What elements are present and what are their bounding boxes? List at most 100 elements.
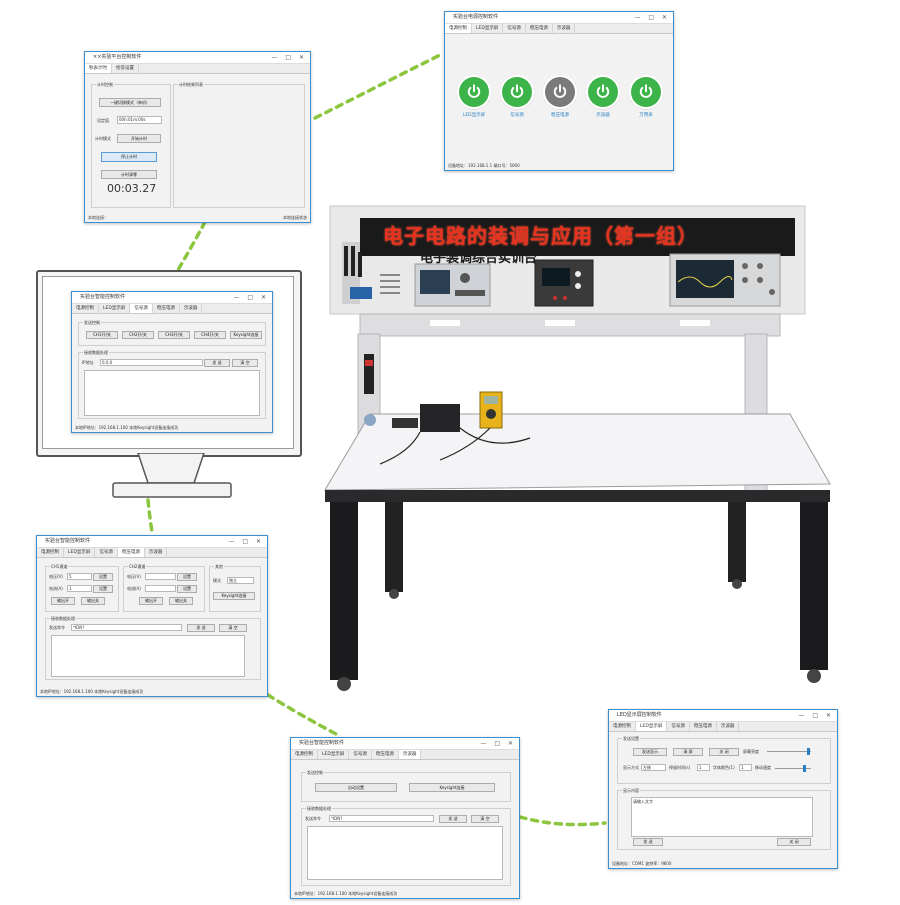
close-button[interactable]: 关 闭 xyxy=(777,838,811,846)
ch2-current-set-button[interactable]: 设置 xyxy=(177,585,197,593)
clear-button[interactable]: 清 空 xyxy=(471,815,499,823)
tab-scope[interactable]: 示波器 xyxy=(553,24,576,33)
auto-set-button[interactable]: 自动设置 xyxy=(315,783,397,792)
mode-button[interactable]: 一键切换模式（单机） xyxy=(99,98,161,107)
tab-supply[interactable]: 稳压电源 xyxy=(153,304,180,313)
power-toggle-button[interactable] xyxy=(545,77,575,107)
tab-power[interactable]: 电源控制 xyxy=(291,750,318,759)
ch2-off-button[interactable]: 输出关 xyxy=(169,597,193,605)
tab-power[interactable]: 电源控制 xyxy=(72,304,99,313)
tab-supply[interactable]: 稳压电源 xyxy=(117,548,145,557)
ch2-button[interactable]: CH2开/关 xyxy=(122,331,154,339)
command-input[interactable]: *IDN? xyxy=(329,815,434,822)
power-toggle-button[interactable] xyxy=(459,77,489,107)
tab-stopwatch[interactable]: 秒表计时 xyxy=(85,64,112,73)
tab-signal[interactable]: 信号源 xyxy=(95,548,118,557)
tab-quiz[interactable]: 抢答设置 xyxy=(112,64,139,73)
tab-signal[interactable]: 信号源 xyxy=(503,24,526,33)
tab-power[interactable]: 电源控制 xyxy=(609,722,636,731)
timer-display: 00:03.27 xyxy=(107,182,157,195)
tab-scope[interactable]: 示波器 xyxy=(145,548,168,557)
ch1-voltage-input[interactable]: 5 xyxy=(67,573,92,580)
tab-signal[interactable]: 信号源 xyxy=(349,750,372,759)
window-controls[interactable]: — □ ✕ xyxy=(480,740,516,747)
start-button[interactable]: 开始计时 xyxy=(117,134,161,143)
command-input[interactable]: *IDN? xyxy=(71,624,182,631)
power-toggle-button[interactable] xyxy=(502,77,532,107)
power-toggle-button[interactable] xyxy=(588,77,618,107)
send-display-button[interactable]: 发送显示 xyxy=(633,748,667,756)
tab-scope[interactable]: 示波器 xyxy=(398,750,422,759)
command-input[interactable]: 0,0,0 xyxy=(100,359,203,366)
ch3-button[interactable]: CH3开/关 xyxy=(158,331,190,339)
status-text: 设备地址：COM1 波特率：9600 xyxy=(612,861,672,866)
window-controls[interactable]: — □ ✕ xyxy=(634,14,670,21)
ch2-on-button[interactable]: 输出开 xyxy=(139,597,163,605)
send-button[interactable]: 发 送 xyxy=(439,815,467,823)
tab-supply[interactable]: 稳压电源 xyxy=(526,24,553,33)
tab-led[interactable]: LED显示屏 xyxy=(99,304,131,313)
group-other: 其他 xyxy=(209,564,261,612)
reset-button[interactable]: 计时清零 xyxy=(101,170,157,179)
ch1-voltage-label: 电压(V) xyxy=(49,574,63,579)
status-text: 本地IP地址：192.168.1.100 本地Keysight设备连接成功 xyxy=(294,891,398,896)
receive-textarea[interactable] xyxy=(307,826,503,880)
clear-button[interactable]: 清 空 xyxy=(219,624,247,632)
tab-power[interactable]: 电源控制 xyxy=(37,548,64,557)
send-button[interactable]: 发 送 xyxy=(633,838,663,846)
keysight-connect-button[interactable]: Keysight连接 xyxy=(213,592,255,600)
content-textarea[interactable]: 请输入文字 xyxy=(631,797,813,837)
title-bar: 实验台智能控制软件— □ ✕ xyxy=(37,536,267,548)
receive-textarea[interactable] xyxy=(84,370,260,416)
send-button[interactable]: 发 送 xyxy=(204,359,230,367)
window-controls[interactable]: — □ ✕ xyxy=(798,712,834,719)
tab-led[interactable]: LED显示屏 xyxy=(472,24,504,33)
tab-supply[interactable]: 稳压电源 xyxy=(372,750,399,759)
ch2-voltage-input[interactable] xyxy=(145,573,176,580)
receive-textarea[interactable] xyxy=(51,635,245,677)
ch1-current-set-button[interactable]: 设置 xyxy=(93,585,113,593)
ch1-off-button[interactable]: 输出关 xyxy=(81,597,105,605)
keysight-connect-button[interactable]: Keysight连接 xyxy=(230,331,262,339)
ch1-button[interactable]: CH1开/关 xyxy=(86,331,118,339)
mode-select[interactable]: 独立 xyxy=(227,577,254,584)
power-toggle-button[interactable] xyxy=(631,77,661,107)
group-label: 接收数据处理 xyxy=(306,806,332,811)
window-controls[interactable]: — □ ✕ xyxy=(233,294,269,301)
tab-led[interactable]: LED显示屏 xyxy=(636,722,668,731)
tab-signal[interactable]: 信号源 xyxy=(667,722,690,731)
window-controls[interactable]: — □ ✕ xyxy=(228,538,264,545)
clear-screen-button[interactable]: 清 屏 xyxy=(673,748,703,756)
send-button[interactable]: 发 送 xyxy=(187,624,215,632)
tab-led[interactable]: LED显示屏 xyxy=(64,548,96,557)
speed-slider-handle[interactable] xyxy=(803,765,806,772)
tab-scope[interactable]: 示波器 xyxy=(717,722,740,731)
connector-power xyxy=(313,53,442,120)
setpoint-input[interactable]: 00h:01m:00s xyxy=(117,116,162,124)
stay-time-input[interactable]: 1 xyxy=(697,764,710,771)
tab-power[interactable]: 电源控制 xyxy=(445,24,472,33)
ch2-voltage-set-button[interactable]: 设置 xyxy=(177,573,197,581)
tab-supply[interactable]: 稳压电源 xyxy=(690,722,717,731)
tab-led[interactable]: LED显示屏 xyxy=(318,750,350,759)
ch2-current-input[interactable] xyxy=(145,585,176,592)
tab-scope[interactable]: 示波器 xyxy=(180,304,203,313)
tab-signal[interactable]: 信号源 xyxy=(130,304,153,313)
brightness-slider-handle[interactable] xyxy=(807,748,810,755)
ch4-button[interactable]: CH4开/关 xyxy=(194,331,226,339)
window-controls[interactable]: — □ ✕ xyxy=(271,54,307,61)
ch1-current-input[interactable]: 1 xyxy=(67,585,92,592)
ch1-voltage-set-button[interactable]: 设置 xyxy=(93,573,113,581)
close-screen-button[interactable]: 关 闭 xyxy=(709,748,739,756)
clear-button[interactable]: 清 空 xyxy=(232,359,258,367)
group-receive: 接收数据处理 xyxy=(301,806,511,886)
title-bar: LED显示屏控制软件— □ ✕ xyxy=(609,710,837,722)
stop-button[interactable]: 停止计时 xyxy=(101,152,157,162)
ch1-on-button[interactable]: 输出开 xyxy=(51,597,75,605)
keysight-connect-button[interactable]: Keysight连接 xyxy=(409,783,495,792)
ch1-current-label: 电流(A) xyxy=(49,586,63,591)
display-mode-select[interactable]: 左移 xyxy=(641,764,666,771)
group-label: 显示内容 xyxy=(622,788,640,793)
timer-mode-label: 计时模式 xyxy=(95,136,111,141)
font-color-input[interactable]: 1 xyxy=(739,764,752,771)
